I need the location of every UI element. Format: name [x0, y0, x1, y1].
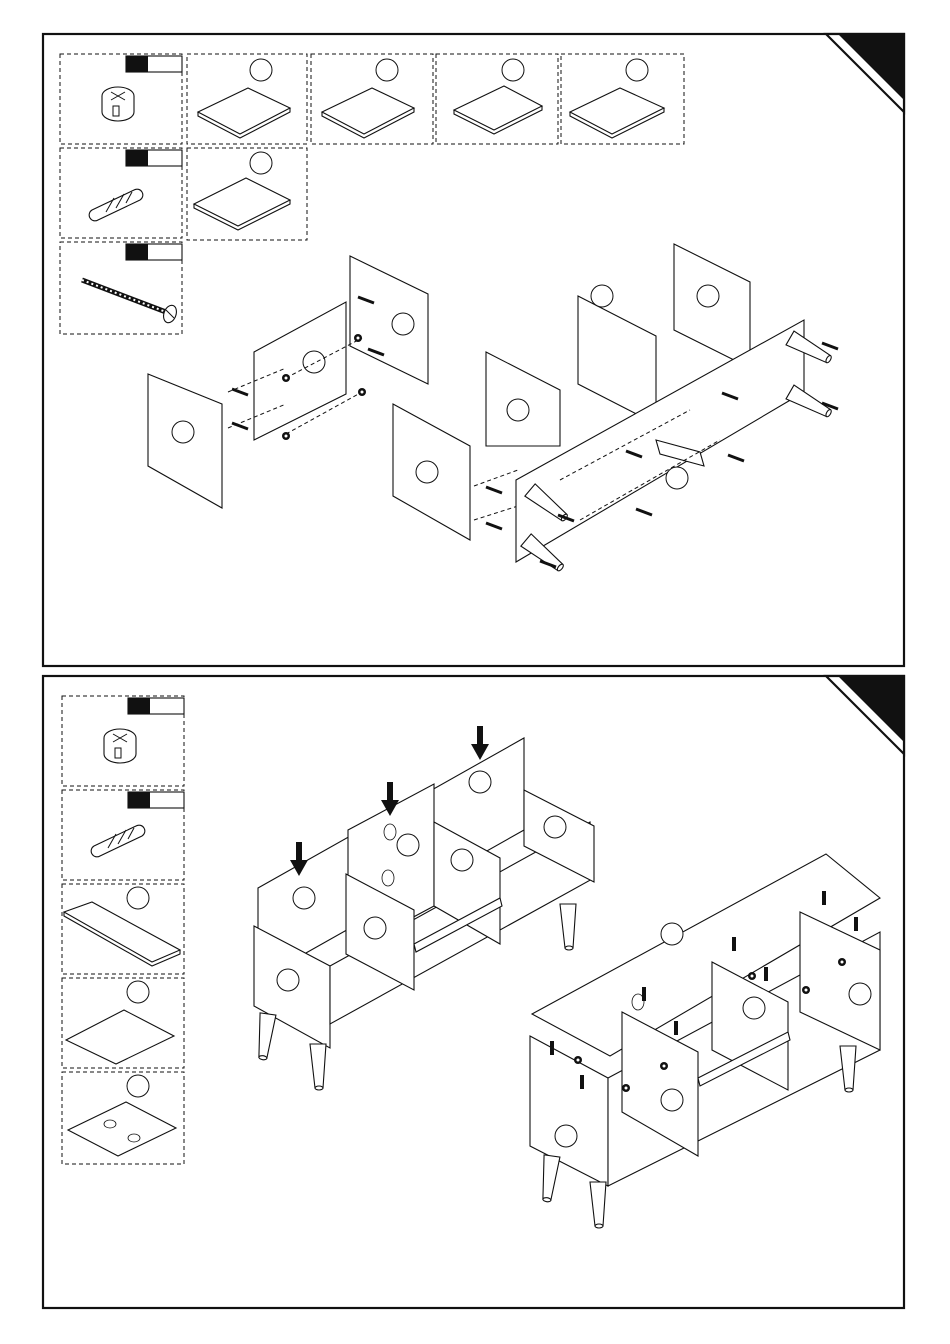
panel-with-holes	[68, 1102, 176, 1156]
cam-lock-icon	[104, 729, 136, 763]
screw-icon	[82, 280, 179, 325]
step-1	[43, 34, 904, 666]
base-panel	[194, 178, 290, 230]
cabinet-insert-dividers	[254, 726, 594, 1090]
hardware-box-camlock	[60, 54, 182, 144]
hardware-box-dowel	[60, 148, 182, 238]
shelf-panel	[322, 88, 414, 138]
hardware-box-camlock	[62, 696, 184, 786]
part-box-1	[187, 54, 307, 144]
cam-lock-icon	[102, 87, 134, 121]
step-2-corner-tab	[838, 676, 904, 742]
left-section-explode	[148, 256, 428, 508]
right-section-explode	[486, 244, 838, 576]
part-box-5	[187, 148, 307, 240]
hardware-box-screw	[60, 242, 182, 334]
shelf-panel	[570, 88, 664, 138]
shelf-panel	[454, 86, 542, 134]
step-2	[43, 676, 904, 1308]
part-box-top-holes	[62, 1072, 184, 1164]
shelf-panel	[66, 1010, 174, 1064]
part-box-top	[62, 884, 184, 974]
part-box-shelf	[62, 978, 184, 1068]
part-box-4	[561, 54, 684, 144]
hardware-box-dowel	[62, 790, 184, 880]
part-box-3	[436, 54, 558, 144]
dowel-icon	[89, 189, 143, 221]
cabinet-attach-top	[530, 854, 880, 1228]
divider-panel	[350, 256, 428, 384]
part-box-2	[311, 54, 433, 144]
top-panel	[64, 902, 180, 966]
shelf-panel	[198, 88, 290, 138]
dowel-icon	[91, 825, 145, 857]
